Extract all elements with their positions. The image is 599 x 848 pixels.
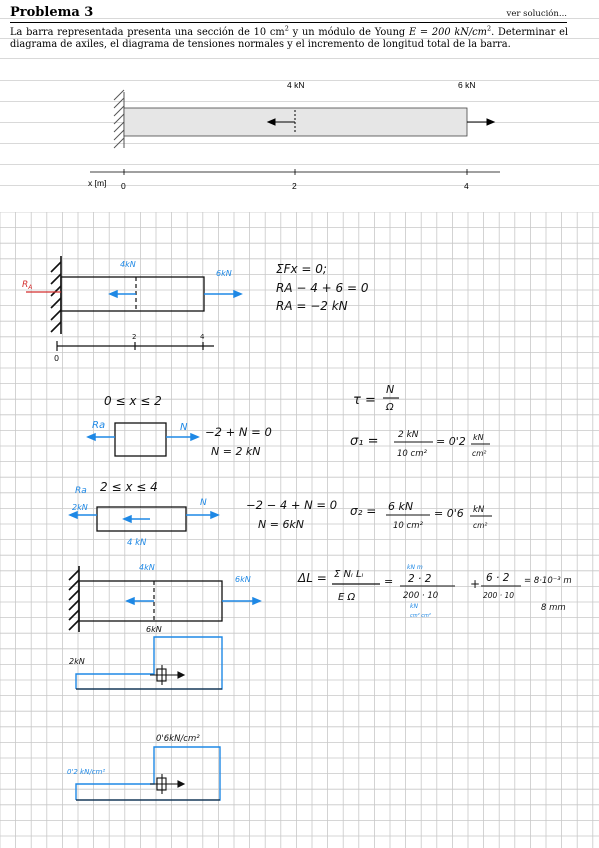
- segment1: 0 ≤ x ≤ 2 Ra N −2 + N = 0 N = 2 kN: [86, 394, 272, 458]
- force-label-4kn: 4 kN: [287, 80, 304, 90]
- sigma2-den: 10 cm²: [393, 521, 423, 531]
- elongation-step-units-bot2: cm² cm²: [410, 613, 431, 619]
- sigma1: σ₁ = 2 kN 10 cm² = 0'2 kN cm²: [350, 430, 490, 459]
- sigma2-unit-num: kN: [473, 505, 485, 515]
- elongation-den: E Ω: [338, 592, 355, 603]
- segment2-range: 2 ≤ x ≤ 4: [100, 480, 158, 494]
- statement-part1: La barra representada presenta una secci…: [10, 27, 285, 38]
- problem-title: Problema 3: [10, 5, 94, 20]
- sigma2-mid: = 0'6: [434, 507, 464, 520]
- sigma2-num: 6 kN: [388, 500, 413, 513]
- segment2: Ra 2 ≤ x ≤ 4 2kN N 4 kN −2 − 4 + N = 0 N…: [68, 480, 337, 548]
- axis-tick-0: 0: [121, 181, 126, 191]
- axial-diagram-left-label: 2kN: [69, 657, 85, 666]
- stress-formula-den: Ω: [385, 402, 394, 413]
- segment1-right-force: N: [180, 422, 188, 433]
- sketch2-bar: 4kN 6kN: [68, 563, 262, 632]
- elongation-eq-sign: =: [384, 575, 393, 588]
- sigma1-num: 2 kN: [398, 430, 419, 440]
- elongation-step-num: 2 · 2: [408, 573, 432, 585]
- sketch1-reaction: RA: [22, 280, 32, 291]
- elongation-step2-den: 200 · 10: [483, 591, 514, 600]
- equilibrium-equations: ΣFx = 0; RA − 4 + 6 = 0 RA = −2 kN: [276, 262, 369, 313]
- wall-support: [113, 89, 125, 149]
- statement-sup1: 2: [284, 24, 289, 33]
- sketch1-force-4: 4kN: [120, 260, 136, 269]
- elongation-result: = 8·10⁻³ m: [524, 576, 572, 586]
- axis-tick-2: 2: [292, 181, 297, 191]
- equilibrium-line3: RA = −2 kN: [276, 299, 348, 313]
- sketch1-tick-2: 2: [132, 333, 136, 341]
- stress-formula: τ = N Ω: [353, 383, 399, 413]
- sigma2: σ₂ = 6 kN 10 cm² = 0'6 kN cm²: [350, 500, 492, 531]
- axial-force-diagram: 6kN 2kN: [69, 625, 223, 690]
- sketch2-force-4: 4kN: [139, 563, 155, 572]
- stress-diagram-top-label: 0'6kN/cm²: [156, 734, 200, 744]
- equilibrium-line2: RA − 4 + 6 = 0: [276, 281, 369, 295]
- stress-diagram-left-label: 0'2 kN/cm²: [67, 768, 105, 776]
- force-arrow-4kn: [266, 110, 296, 134]
- equilibrium-line1: ΣFx = 0;: [276, 262, 327, 276]
- sigma1-den: 10 cm²: [397, 449, 427, 459]
- handwritten-notes: 4kN 6kN RA 2 4 0 ΣFx = 0; RA − 4 + 6 = 0…: [0, 212, 599, 848]
- sigma2-lhs: σ₂ =: [350, 504, 376, 518]
- axis-label: x [m]: [88, 178, 106, 188]
- sketch1-tick-0: 0: [54, 354, 59, 363]
- statement-sup2: 2: [486, 24, 492, 33]
- elongation-step2-num: 6 · 2: [486, 572, 510, 584]
- problem-figure: 4 kN 6 kN x [m] 0 2 4: [88, 80, 500, 191]
- sigma1-unit-den: cm²: [472, 449, 486, 458]
- statement-part3: . Determinar el diagrama de axiles, el d…: [10, 27, 569, 50]
- grid-paper: [0, 212, 599, 848]
- x-axis: [90, 169, 500, 175]
- normal-stress-diagram: 0'6kN/cm² 0'2 kN/cm²: [67, 734, 221, 801]
- elongation-step-units-top: kN m: [407, 564, 423, 571]
- elongation-lhs: ΔL =: [297, 571, 327, 585]
- problem-header: Problema 3 ver solución...: [10, 5, 567, 23]
- segment2-left-force: 2kN: [72, 503, 88, 512]
- sketch1-bar: 4kN 6kN RA 2 4 0: [22, 256, 243, 363]
- segment1-eq: −2 + N = 0: [205, 425, 272, 439]
- sketch1-force-6: 6kN: [216, 269, 232, 278]
- sigma1-lhs: σ₁ =: [350, 434, 378, 449]
- statement-part2: y un módulo de Young: [288, 27, 409, 38]
- force-label-6kn: 6 kN: [458, 80, 475, 90]
- problem-statement: La barra representada presenta una secci…: [10, 24, 569, 51]
- segment1-result: N = 2 kN: [211, 445, 261, 458]
- sketch2-force-6: 6kN: [235, 575, 251, 584]
- stress-formula-num: N: [386, 383, 394, 396]
- segment2-ra: Ra: [75, 486, 87, 496]
- stress-formula-lhs: τ =: [353, 393, 376, 408]
- elongation-result-mm: 8 mm: [541, 603, 566, 613]
- sketch1-tick-4: 4: [200, 333, 205, 341]
- segment2-bottom: 4 kN: [127, 538, 147, 548]
- statement-young: E = 200 kN/cm: [408, 27, 487, 38]
- elongation: ΔL = Σ Nᵢ Lᵢ E Ω = kN m 2 · 2 200 · 10 k…: [297, 564, 572, 619]
- sigma1-mid: = 0'2: [436, 435, 466, 448]
- elongation-plus: +: [470, 577, 480, 591]
- axial-diagram-top-label: 6kN: [146, 625, 162, 634]
- axis-tick-4: 4: [464, 181, 469, 191]
- segment2-right-force: N: [200, 498, 207, 508]
- segment1-range: 0 ≤ x ≤ 2: [104, 394, 162, 408]
- segment2-result: N = 6kN: [258, 518, 304, 531]
- force-arrow-6kn: [467, 118, 496, 126]
- segment1-left-force: Ra: [92, 420, 105, 431]
- sigma1-unit-num: kN: [473, 433, 484, 442]
- elongation-num: Σ Nᵢ Lᵢ: [334, 569, 364, 580]
- see-solution-link[interactable]: ver solución...: [506, 9, 567, 19]
- sigma2-unit-den: cm²: [473, 521, 487, 530]
- elongation-step-den: 200 · 10: [403, 591, 438, 601]
- elongation-step-units-bot: kN: [410, 603, 418, 610]
- segment2-eq: −2 − 4 + N = 0: [246, 498, 337, 512]
